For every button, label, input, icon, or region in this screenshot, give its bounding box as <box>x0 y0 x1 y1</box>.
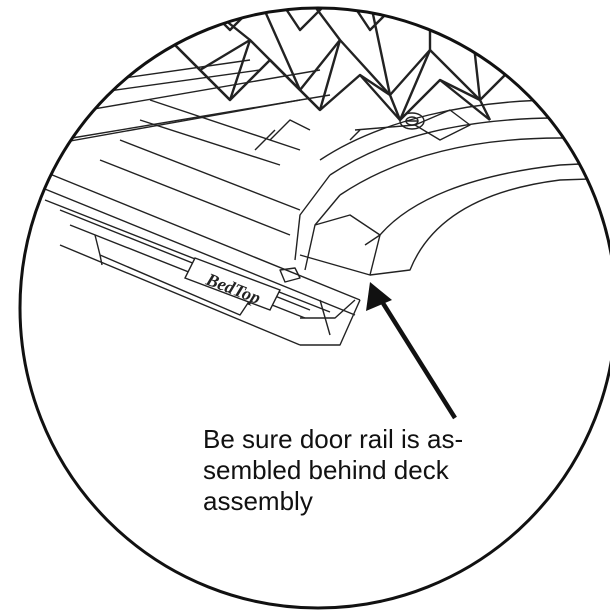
small-details <box>254 119 311 283</box>
deck-corner-assembly <box>294 99 610 276</box>
callout-caption: Be sure door rail is as- sembled behind … <box>203 424 533 517</box>
detail-circle-outline <box>18 6 610 610</box>
callout-arrow <box>366 282 457 420</box>
mesh-netting <box>149 8 521 122</box>
bolt-fastener <box>399 112 425 130</box>
caption-line-1: Be sure door rail is as- <box>203 424 464 454</box>
caption-line-3: assembly <box>203 486 313 516</box>
caption-line-2: sembled behind deck <box>203 455 449 485</box>
